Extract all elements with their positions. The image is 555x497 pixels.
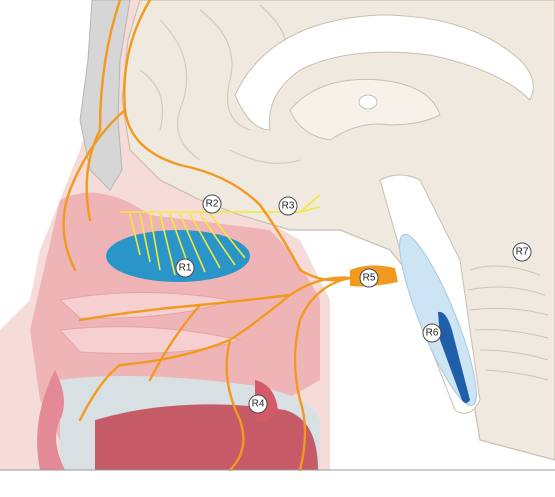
label-r3: R3 <box>279 197 297 215</box>
label-r6: R6 <box>423 324 441 342</box>
interthalamic-adhesion <box>359 95 377 109</box>
label-r7-text: R7 <box>516 247 529 258</box>
label-r7: R7 <box>513 243 531 261</box>
label-r5: R5 <box>360 269 378 287</box>
label-r6-text: R6 <box>426 328 439 339</box>
tongue <box>95 404 318 470</box>
label-r4: R4 <box>249 395 267 413</box>
label-r5-text: R5 <box>363 273 376 284</box>
label-r3-text: R3 <box>282 201 295 212</box>
label-r1: R1 <box>176 259 194 277</box>
label-r4-text: R4 <box>252 399 265 410</box>
label-r2-text: R2 <box>206 199 219 210</box>
label-r2: R2 <box>203 195 221 213</box>
label-r1-text: R1 <box>179 263 192 274</box>
